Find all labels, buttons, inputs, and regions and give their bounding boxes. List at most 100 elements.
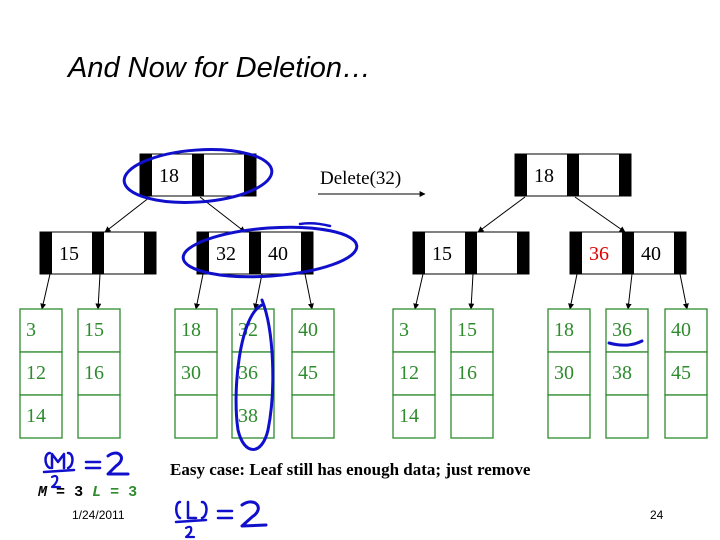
before-leaf-4-key-3: 38: [238, 405, 258, 427]
before-leaf-5-cell-1: [291, 308, 335, 353]
annot-ellipse-root: [122, 148, 274, 204]
after-leaf-1-cell-1: [392, 308, 436, 353]
after-leaf-1-key-1: 3: [399, 319, 409, 341]
after-edge-l1: [413, 273, 424, 310]
after-leaf-4: 36 38: [605, 308, 649, 439]
page-number: 24: [650, 508, 664, 522]
after-leaf-1: 3 12 14: [392, 308, 436, 439]
after-leaf-1-cell-3: [392, 394, 436, 439]
after-leaf-5-key-2: 45: [671, 362, 691, 384]
after-leaf-4-key-2: 38: [612, 362, 632, 384]
after-leaf-4-key-1: 36: [612, 319, 632, 341]
after-leaf-4-cell-3: [605, 394, 649, 439]
annot-ceil-left-m: [44, 451, 52, 470]
after-root-node-bar-0: [515, 154, 527, 196]
after-leaf-2-key-1: 15: [457, 319, 477, 341]
after-leaf-5-cell-3: [664, 394, 708, 439]
before-leaf-2-key-1: 15: [84, 319, 104, 341]
after-leaf-2-key-2: 16: [457, 362, 477, 384]
after-edge-root-left: [477, 196, 526, 233]
after-internal-left-key-1: 15: [432, 243, 452, 265]
annot-l-result: [240, 500, 268, 528]
annot-ellipse-internal-tail: [298, 221, 332, 228]
before-internal-right-key-1: 32: [216, 243, 236, 265]
before-edge-l1: [40, 273, 51, 310]
after-internal-left-bar-0: [413, 232, 425, 274]
after-edge-l4: [625, 273, 633, 310]
annot-l-two: [184, 525, 196, 539]
after-internal-left: 15: [412, 231, 530, 275]
after-leaf-2-cell-1: [450, 308, 494, 353]
after-internal-right-key-2: 40: [641, 243, 661, 265]
annot-m-letter: [50, 452, 66, 470]
after-internal-right-bar-2: [674, 232, 686, 274]
delete-operation: Delete(32): [318, 168, 426, 197]
before-leaf-2-cell-1: [77, 308, 121, 353]
before-leaf-2-cell-3: [77, 394, 121, 439]
annot-m-bar: [42, 468, 76, 474]
before-edge-l3: [194, 273, 204, 310]
annot-ceil-left-l: [175, 500, 182, 520]
annot-ceil-right-l: [200, 500, 208, 520]
annot-ellipse-internal: [181, 225, 359, 279]
after-edge-l5: [679, 273, 689, 310]
tree-edges: [40, 196, 689, 310]
after-leaf-3-cell-3: [547, 394, 591, 439]
after-internal-left-bar-2: [517, 232, 529, 274]
before-leaf-3-key-2: 30: [181, 362, 201, 384]
before-leaf-1-key-2: 12: [26, 362, 46, 384]
before-internal-left-key-1: 15: [59, 243, 79, 265]
tree-parameters: M = 3 L = 3: [38, 484, 137, 501]
before-internal-right: 32 40: [196, 231, 314, 275]
annot-underline-36: [607, 339, 644, 347]
before-edge-l2: [95, 273, 102, 310]
after-root-node: 18: [514, 153, 632, 197]
annot-loop-leaf: [234, 298, 275, 451]
before-edge-root-right: [199, 196, 246, 233]
after-root-node-bar-1: [567, 154, 579, 196]
after-leaf-2-cell-3: [450, 394, 494, 439]
before-leaf-5-key-2: 45: [298, 362, 318, 384]
before-root-node-bar-0: [140, 154, 152, 196]
after-leaf-1-cell-2: [392, 351, 436, 396]
after-root-node-bar-2: [619, 154, 631, 196]
after-leaf-1-key-3: 14: [399, 405, 419, 427]
handwritten-annotations: [42, 148, 644, 539]
before-leaf-5-cell-3: [291, 394, 335, 439]
tree-leaves: 3121415161830323638404531214151618303638…: [19, 308, 708, 439]
m-value: 3: [74, 484, 84, 501]
after-root-node-key-1: 18: [534, 165, 554, 187]
after-leaf-2-cell-2: [450, 351, 494, 396]
before-internal-right-bar-1: [249, 232, 261, 274]
after-leaf-3-key-2: 30: [554, 362, 574, 384]
before-leaf-1-key-3: 14: [26, 405, 46, 427]
after-leaf-3-key-1: 18: [554, 319, 574, 341]
after-leaf-1-key-2: 12: [399, 362, 419, 384]
before-leaf-2-key-2: 16: [84, 362, 104, 384]
after-edge-l2: [468, 273, 475, 310]
m-label: M: [38, 484, 48, 501]
before-leaf-5-key-1: 40: [298, 319, 318, 341]
after-internal-left-bar-1: [465, 232, 477, 274]
before-leaf-4-key-2: 36: [238, 362, 258, 384]
annot-l-bar: [174, 518, 208, 524]
slide-date: 1/24/2011: [72, 508, 125, 522]
after-internal-right-bar-0: [570, 232, 582, 274]
after-edge-l3: [568, 273, 578, 310]
before-internal-right-key-2: 40: [268, 243, 288, 265]
before-leaf-3-cell-2: [174, 351, 218, 396]
before-internal-left-bar-1: [92, 232, 104, 274]
after-internal-right-bar-1: [622, 232, 634, 274]
before-internal-left: 15: [39, 231, 157, 275]
before-leaf-3-key-1: 18: [181, 319, 201, 341]
before-root-node: 18: [139, 153, 257, 197]
